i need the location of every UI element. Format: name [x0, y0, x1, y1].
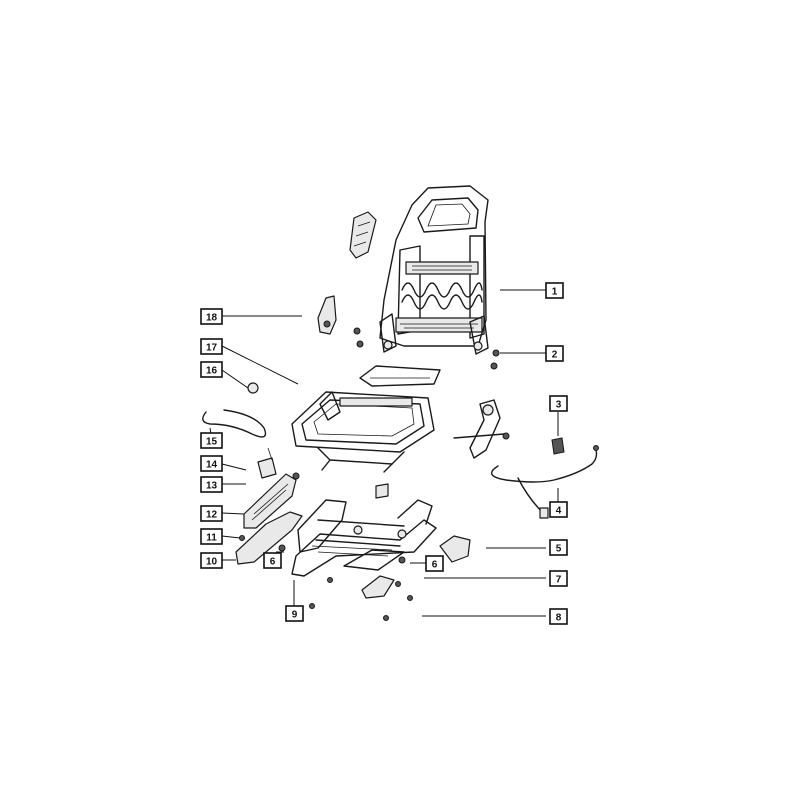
callout-2: 2: [545, 345, 564, 362]
svg-text:14: 14: [206, 460, 218, 471]
svg-text:15: 15: [206, 437, 218, 448]
svg-text:11: 11: [206, 533, 217, 544]
seat-track-assembly: [291, 499, 437, 577]
wiring-harness: [490, 445, 599, 519]
svg-text:17: 17: [206, 343, 218, 354]
svg-text:5: 5: [556, 544, 562, 555]
callout-17: 17: [200, 338, 223, 355]
callout-7: 7: [549, 570, 568, 587]
switch-bracket: [257, 447, 277, 479]
track-cover: [439, 535, 471, 563]
svg-text:13: 13: [206, 481, 218, 492]
svg-text:3: 3: [556, 400, 562, 411]
callout-6-right: 6: [425, 555, 444, 572]
callout-6-left: 6: [263, 552, 282, 569]
recliner-lever: [317, 295, 337, 335]
callout-13: 13: [200, 476, 223, 493]
svg-text:6: 6: [432, 560, 438, 571]
seat-back-frame: [379, 185, 489, 355]
trim-cap: [551, 437, 565, 455]
callout-12: 12: [200, 505, 223, 522]
svg-text:4: 4: [556, 506, 562, 517]
svg-text:18: 18: [206, 313, 218, 324]
recliner-mechanism: [453, 399, 510, 459]
svg-text:8: 8: [556, 613, 562, 624]
callout-9: 9: [285, 605, 304, 622]
callout-15: 15: [200, 432, 223, 449]
callout-14: 14: [200, 455, 223, 472]
callout-8: 8: [549, 608, 568, 625]
bolts: [353, 327, 500, 370]
track-trim: [361, 575, 395, 599]
svg-text:2: 2: [552, 350, 558, 361]
svg-text:12: 12: [206, 510, 218, 521]
side-cable: [202, 382, 267, 438]
callout-16: 16: [200, 361, 223, 378]
side-shield: [243, 472, 300, 529]
svg-text:7: 7: [556, 575, 562, 586]
headrest-guide: [349, 211, 377, 259]
svg-text:6: 6: [270, 557, 276, 568]
callout-4: 4: [549, 501, 568, 518]
svg-text:10: 10: [206, 557, 218, 568]
seat-mat: [359, 365, 441, 387]
callout-10: 10: [200, 552, 223, 569]
svg-text:16: 16: [206, 366, 218, 377]
callouts: 1 2 3 4 5 6 6 7: [200, 282, 568, 625]
callout-3: 3: [549, 395, 568, 412]
callout-5: 5: [549, 539, 568, 556]
svg-text:9: 9: [292, 610, 298, 621]
svg-text:1: 1: [552, 287, 558, 298]
callout-18: 18: [200, 308, 223, 325]
seat-cushion-frame: [291, 391, 435, 499]
fasteners: [278, 544, 413, 621]
callout-1: 1: [545, 282, 564, 299]
callout-11: 11: [200, 528, 223, 545]
